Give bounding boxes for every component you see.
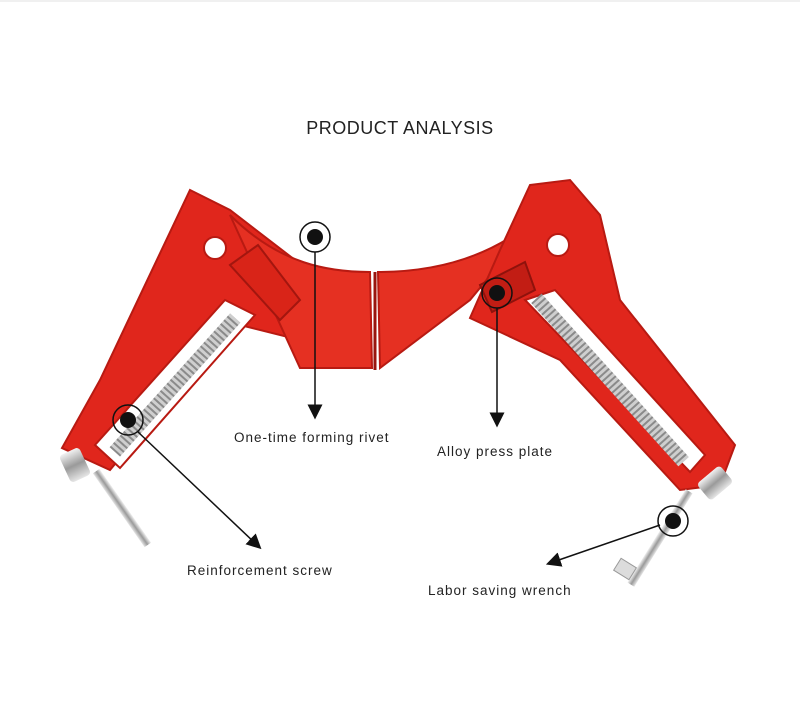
left-arm: [60, 188, 310, 548]
right-mount-hole: [546, 233, 570, 257]
label-rivet: One-time forming rivet: [234, 430, 390, 445]
callout-wrench: [545, 505, 689, 567]
label-wrench: Labor saving wrench: [428, 583, 572, 598]
right-arm: [468, 178, 737, 587]
page-title: PRODUCT ANALYSIS: [306, 118, 494, 138]
right-wrench-handle: [612, 466, 732, 587]
callout-screw: [112, 404, 262, 550]
callout-plate: [481, 277, 513, 428]
callout-rivet: [299, 221, 331, 420]
label-screw: Reinforcement screw: [187, 563, 333, 578]
left-wrench-handle: [60, 448, 152, 548]
label-plate: Alloy press plate: [437, 444, 554, 459]
top-divider: [0, 0, 800, 2]
left-mount-hole: [203, 236, 227, 260]
right-screw: [531, 293, 689, 467]
